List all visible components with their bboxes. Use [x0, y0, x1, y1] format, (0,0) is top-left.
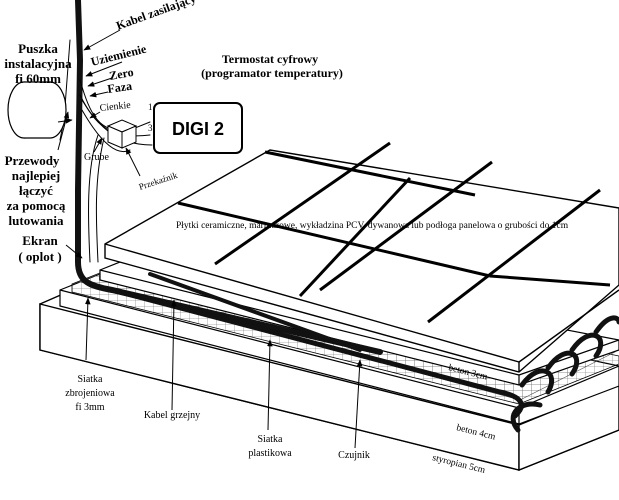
- thermostat-box: [153, 102, 243, 154]
- junction-box: [7, 81, 67, 139]
- label-plytki: Płytki ceramiczne, marmurowe, wykładzina…: [176, 221, 569, 231]
- label-pin-3: 3: [148, 123, 153, 133]
- label-grube: Grube: [84, 152, 110, 163]
- label-kabel-grzejny: Kabel grzejny: [144, 410, 200, 421]
- label-przewody-5: lutowania: [9, 213, 64, 228]
- label-siatka-plastikowa-1: Siatka: [258, 434, 284, 445]
- label-puszka-3: fi 60mm: [15, 71, 61, 86]
- label-termostat-1: Termostat cyfrowy: [222, 52, 318, 66]
- label-cienkie: Cienkie: [99, 100, 132, 114]
- label-puszka-2: instalacyjna: [4, 56, 72, 71]
- label-pin-1: 1: [148, 102, 153, 112]
- label-termostat-2: (programator temperatury): [201, 66, 343, 80]
- label-siatka-zbrojeniowa-3: fi 3mm: [75, 402, 104, 413]
- label-siatka-zbrojeniowa-1: Siatka: [78, 374, 104, 385]
- label-czujnik: Czujnik: [338, 450, 370, 461]
- label-zero: Zero: [108, 65, 135, 83]
- label-przewody-4: za pomocą: [7, 198, 66, 213]
- label-przewody-1: Przewody: [5, 153, 60, 168]
- label-siatka-zbrojeniowa-2: zbrojeniowa: [65, 388, 115, 399]
- label-digi: DIGI 2: [172, 119, 224, 139]
- label-faza: Faza: [106, 79, 132, 96]
- label-przekaznik: Przekaźnik: [138, 170, 180, 192]
- relay-icon: [106, 119, 138, 149]
- label-siatka-plastikowa-2: plastikowa: [248, 448, 292, 459]
- heating-cable-loops: [510, 315, 619, 433]
- label-arrows: [57, 29, 363, 449]
- label-ekran-2: ( oplot ): [18, 249, 61, 264]
- label-kabel-zasilajacy: Kabel zasilający: [114, 0, 197, 33]
- label-ekran-1: Ekran: [22, 233, 58, 248]
- label-przewody-2: najlepiej: [12, 168, 60, 183]
- label-uziemienie: Uziemienie: [89, 41, 148, 68]
- label-puszka-1: Puszka: [18, 41, 58, 56]
- tile-joints: [177, 141, 611, 324]
- label-przewody-3: łączyć: [19, 183, 53, 198]
- tile-surface: [104, 141, 619, 373]
